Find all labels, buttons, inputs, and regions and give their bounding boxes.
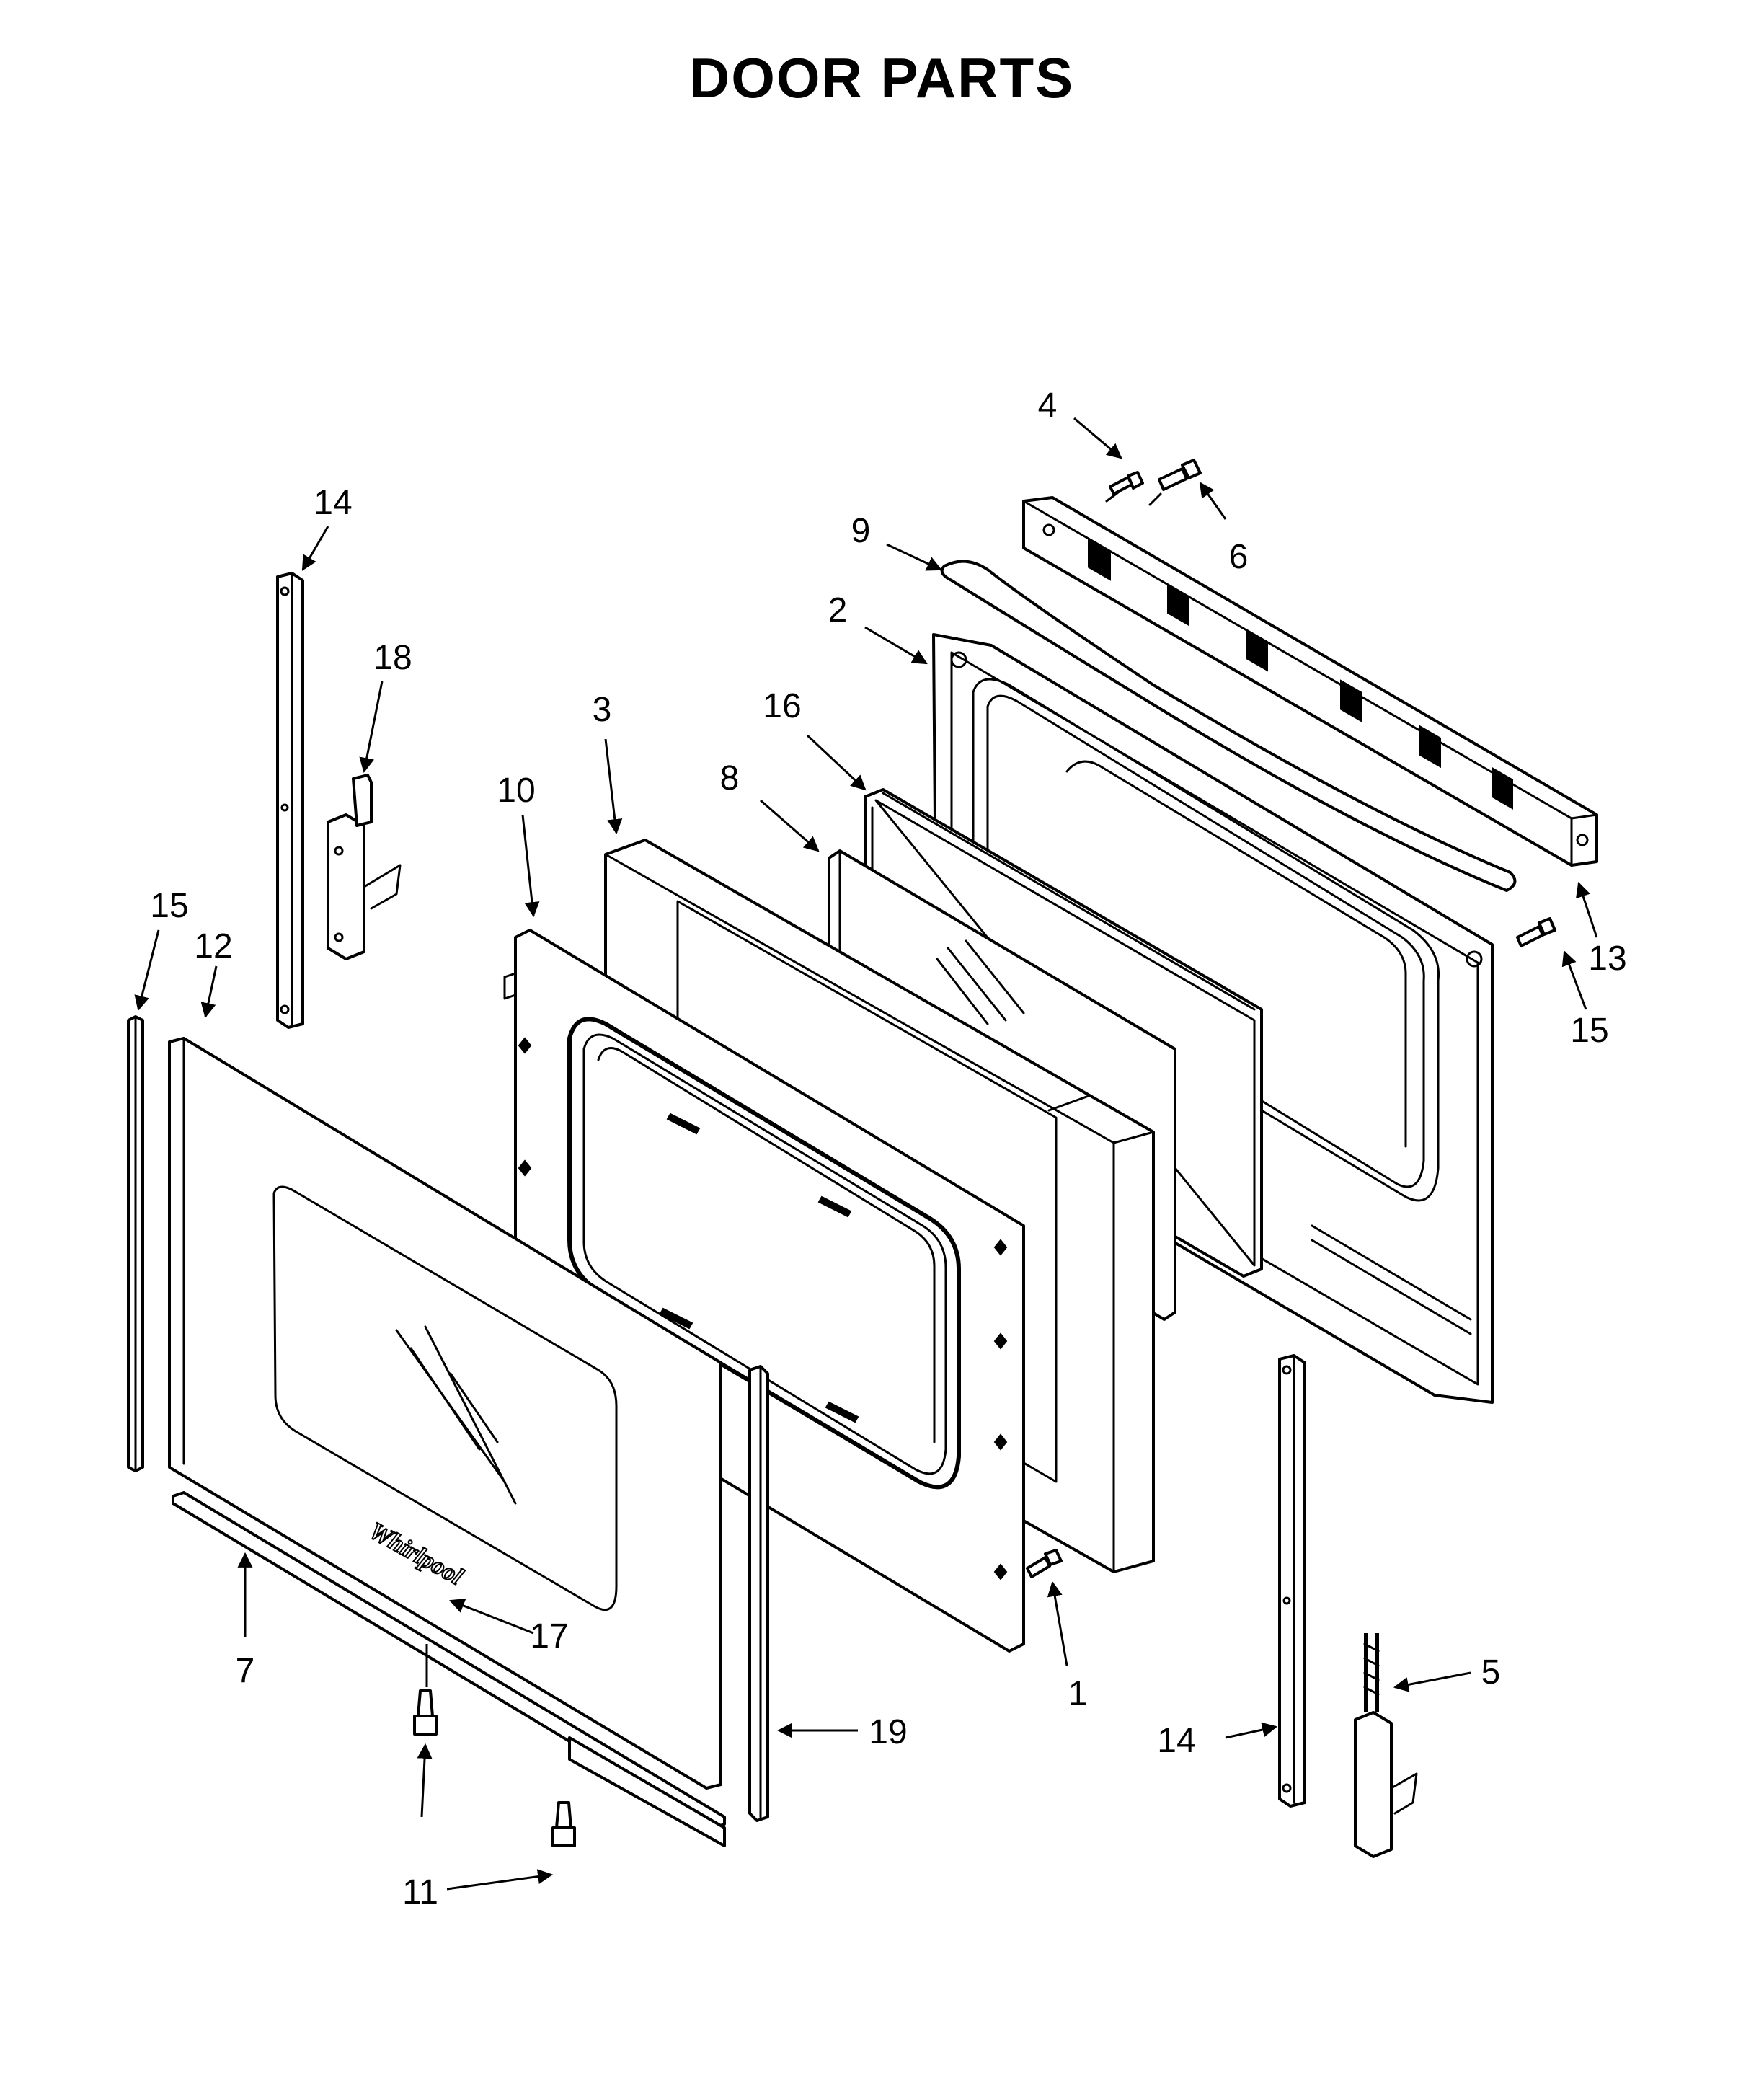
callout-12: 12 xyxy=(194,927,232,965)
screw-part-11-upper xyxy=(413,1689,438,1736)
page-title: DOOR PARTS xyxy=(689,46,1074,110)
callout-1: 1 xyxy=(1068,1675,1088,1713)
door-vent-trim xyxy=(1022,496,1598,867)
hinge-left xyxy=(327,774,402,960)
door-gasket-strip xyxy=(940,560,1517,892)
callout-4: 4 xyxy=(1038,386,1058,425)
callout-17: 17 xyxy=(530,1617,568,1655)
screw-part-4 xyxy=(1105,471,1144,503)
vent-slots xyxy=(1088,537,1513,810)
callout-14-bottom: 14 xyxy=(1157,1722,1195,1760)
callout-16: 16 xyxy=(763,687,801,725)
callout-15-left: 15 xyxy=(150,887,188,925)
callout-5: 5 xyxy=(1481,1653,1501,1692)
callout-9: 9 xyxy=(851,512,871,550)
callout-14-top: 14 xyxy=(314,484,352,522)
callout-2: 2 xyxy=(828,591,848,629)
callout-15-right: 15 xyxy=(1570,1012,1608,1050)
leader-lines xyxy=(134,417,1598,1891)
screw-part-6 xyxy=(1148,459,1202,506)
callout-11: 11 xyxy=(402,1873,438,1911)
bottom-door-trim xyxy=(172,1491,726,1847)
frame-clips xyxy=(518,1037,1008,1580)
callout-labels: 1 2 3 4 5 6 7 8 9 10 11 12 13 14 14 15 1… xyxy=(150,386,1626,1911)
outer-door-panel: Whirlpool xyxy=(168,1037,722,1790)
callout-18: 18 xyxy=(373,639,412,677)
hinge-receiver-left xyxy=(276,572,304,1029)
hinge-right xyxy=(1354,1633,1418,1858)
left-side-trim xyxy=(127,1015,144,1472)
callout-7: 7 xyxy=(236,1652,255,1690)
screw-part-15-right xyxy=(1516,917,1556,947)
callout-6: 6 xyxy=(1229,538,1249,576)
screw-part-1 xyxy=(1026,1549,1063,1578)
window-glare xyxy=(395,1325,517,1505)
right-side-trim xyxy=(748,1365,769,1822)
callout-19: 19 xyxy=(869,1713,907,1751)
callout-10: 10 xyxy=(497,771,535,810)
screw-part-11-lower xyxy=(551,1801,576,1847)
callout-13: 13 xyxy=(1588,939,1626,978)
callout-3: 3 xyxy=(593,691,612,729)
callout-8: 8 xyxy=(720,759,740,797)
hinge-receiver-right xyxy=(1278,1354,1306,1808)
